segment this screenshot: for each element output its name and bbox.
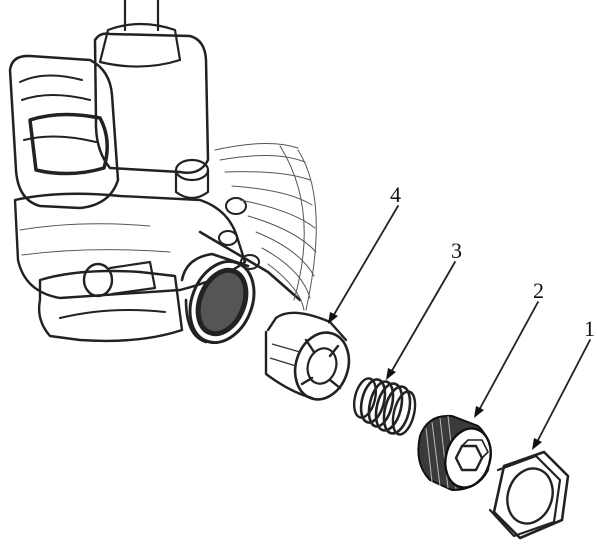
callout-label-3: 3 [451, 238, 462, 263]
callout-label-2: 2 [533, 278, 544, 303]
part-2-threaded-plug [417, 414, 492, 492]
part-4-plunger [264, 311, 351, 401]
cover-hatching [214, 143, 317, 311]
part-1-hex-nut [488, 450, 570, 540]
callout-label-1: 1 [584, 316, 595, 341]
part-3-spring [352, 377, 417, 436]
callout-leaders [328, 205, 591, 450]
housing-body [8, 0, 302, 343]
bore-socket [180, 252, 256, 345]
callout-label-4: 4 [390, 182, 401, 207]
